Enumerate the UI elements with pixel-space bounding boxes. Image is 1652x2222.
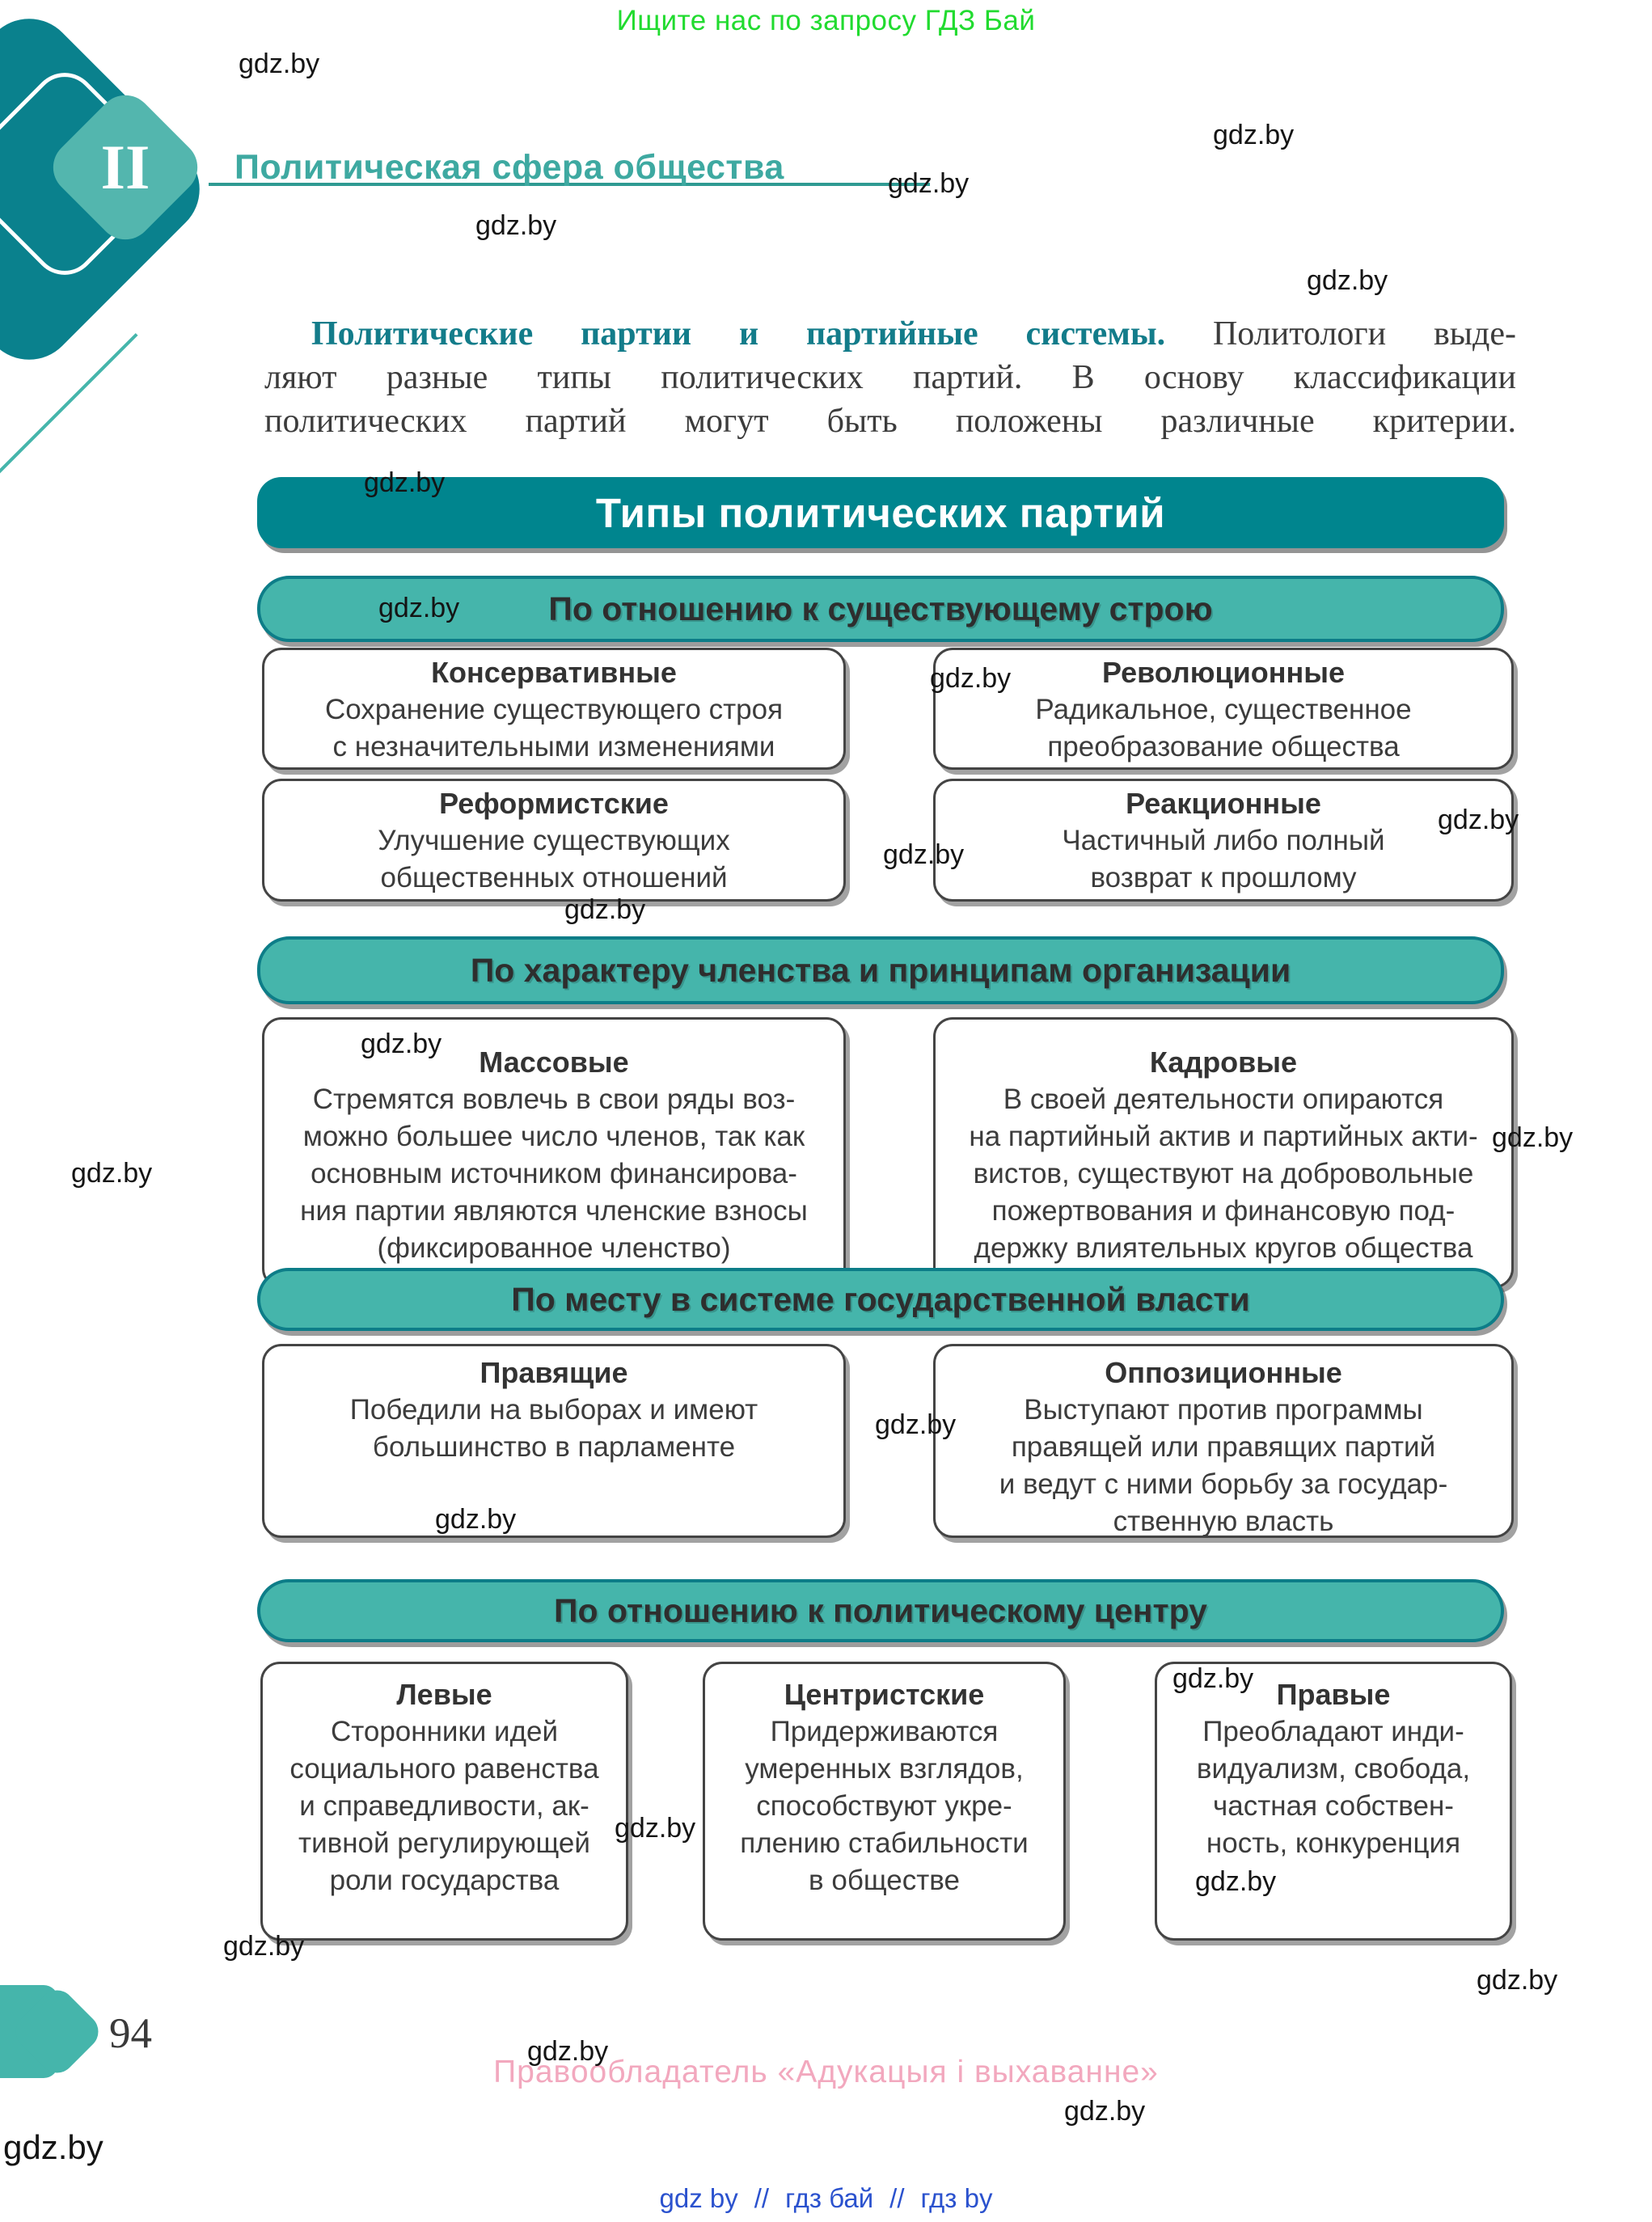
footer-link-gdz-by-2[interactable]: гдз by [920, 2183, 993, 2213]
box-mass: Массовые Стремятся вовлечь в свои ряды в… [262, 1017, 846, 1288]
box-body: Выступают против программы правящей или … [999, 1394, 1448, 1537]
watermark: gdz.by [364, 467, 446, 498]
box-title: Левые [396, 1678, 492, 1711]
chapter-title: Политическая сфера общества [234, 148, 784, 187]
box-title: Реформистские [439, 787, 669, 820]
watermark: gdz.by [1492, 1122, 1574, 1153]
watermark: gdz.by [1477, 1965, 1558, 1996]
box-reformist: Реформистские Улучшение существующих общ… [262, 779, 846, 902]
box-body: Стремятся вовлечь в свои ряды воз- можно… [300, 1084, 808, 1264]
footer-separator: // [754, 2183, 770, 2213]
intro-line-1-rest: Политологи выде- [1165, 315, 1516, 353]
watermark: gdz.by [71, 1158, 153, 1189]
box-centrist-parties: Центристские Придерживаются умеренных вз… [703, 1662, 1066, 1941]
intro-lead: Политические партии и партийные системы. [311, 315, 1166, 353]
box-body: Победили на выборах и имеют большинство … [349, 1394, 758, 1463]
watermark: gdz.by [435, 1504, 517, 1535]
box-title: Правящие [480, 1356, 628, 1389]
watermark: gdz.by [930, 663, 1012, 694]
watermark: gdz.by [361, 1029, 442, 1059]
box-title: Центристские [784, 1678, 985, 1711]
watermark: gdz.by [1172, 1663, 1254, 1694]
box-body: Придерживаются умеренных взглядов, спосо… [740, 1716, 1029, 1896]
box-title: Правые [1276, 1678, 1391, 1711]
section-header-1: По отношению к существующему строю [257, 576, 1504, 642]
footer-separator: // [889, 2183, 905, 2213]
intro-line-1: Политические партии и партийные системы.… [264, 312, 1516, 356]
box-right-parties: Правые Преобладают инди- видуализм, своб… [1155, 1662, 1512, 1941]
watermark: gdz.by [615, 1813, 696, 1844]
intro-line-2: ляют разные типы политических партий. В … [264, 359, 1516, 396]
diagram-title: Типы политических партий [257, 477, 1504, 548]
watermark: gdz.by [239, 49, 320, 79]
watermark: gdz.by [875, 1409, 957, 1440]
watermark: gdz.by [1438, 805, 1519, 835]
box-cadre: Кадровые В своей деятельности опираются … [933, 1017, 1514, 1288]
watermark: gdz.by [888, 168, 970, 199]
box-opposition: Оппозиционные Выступают против программы… [933, 1344, 1514, 1538]
box-body: Улучшение существующих общественных отно… [378, 825, 730, 893]
box-ruling: Правящие Победили на выборах и имеют бол… [262, 1344, 846, 1538]
box-body: Частичный либо полный возврат к прошлому [1062, 825, 1385, 893]
box-body: Преобладают инди- видуализм, свобода, ча… [1196, 1716, 1471, 1859]
watermark: gdz.by [475, 210, 557, 241]
watermark: gdz.by [223, 1931, 305, 1962]
box-left-parties: Левые Сторонники идей социального равенс… [260, 1662, 628, 1941]
box-body: Сохранение существующего строя с незначи… [324, 694, 784, 762]
box-body: В своей деятельности опираются на партий… [969, 1084, 1478, 1264]
section-header-3: По месту в системе государственной власт… [257, 1268, 1504, 1331]
watermark: gdz.by [527, 2036, 609, 2067]
box-reactionary: Реакционные Частичный либо полный возвра… [933, 779, 1514, 902]
box-conservative: Консервативные Сохранение существующего … [262, 648, 846, 770]
diagram-title-label: Типы политических партий [595, 489, 1166, 536]
chapter-number: II [100, 132, 150, 202]
box-title: Реакционные [1126, 787, 1321, 820]
watermark: gdz.by [564, 894, 646, 925]
footer-link-gdz-by[interactable]: gdz by [659, 2183, 738, 2213]
section-header-4: По отношению к политическому центру [257, 1579, 1504, 1642]
box-title: Оппозиционные [1105, 1356, 1342, 1389]
chapter-underline [209, 183, 930, 186]
box-title: Революционные [1101, 656, 1345, 689]
page-number: 94 [109, 2010, 152, 2057]
watermark: gdz.by [1195, 1866, 1277, 1897]
watermark: gdz.by [1064, 2096, 1146, 2127]
intro-line-3: политических партий могут быть положены … [264, 403, 1516, 440]
box-body: Радикальное, существенное преобразование… [1035, 694, 1412, 762]
watermark: gdz.by [1307, 265, 1388, 296]
footer-link-gdz-bai[interactable]: гдз бай [785, 2183, 874, 2213]
box-revolutionary: Революционные Радикальное, существенное … [933, 648, 1514, 770]
copyright-line: Правообладатель «Адукацыя і выхаванне» [493, 2055, 1159, 2089]
section-header-2: По характеру членства и принципам органи… [257, 936, 1504, 1004]
watermark: gdz.by [883, 839, 965, 870]
watermark: gdz.by [3, 2128, 104, 2166]
promo-banner: Ищите нас по запросу ГДЗ Бай [616, 5, 1036, 36]
box-title: Кадровые [1149, 1046, 1298, 1079]
intro-paragraph: Политические партии и партийные системы.… [264, 312, 1516, 443]
box-title: Массовые [479, 1046, 629, 1079]
box-title: Консервативные [431, 656, 677, 689]
footer-links: gdz by // гдз бай // гдз by [0, 2183, 1652, 2214]
watermark: gdz.by [1213, 120, 1295, 150]
box-body: Сторонники идей социального равенства и … [289, 1716, 599, 1896]
watermark: gdz.by [378, 593, 460, 623]
